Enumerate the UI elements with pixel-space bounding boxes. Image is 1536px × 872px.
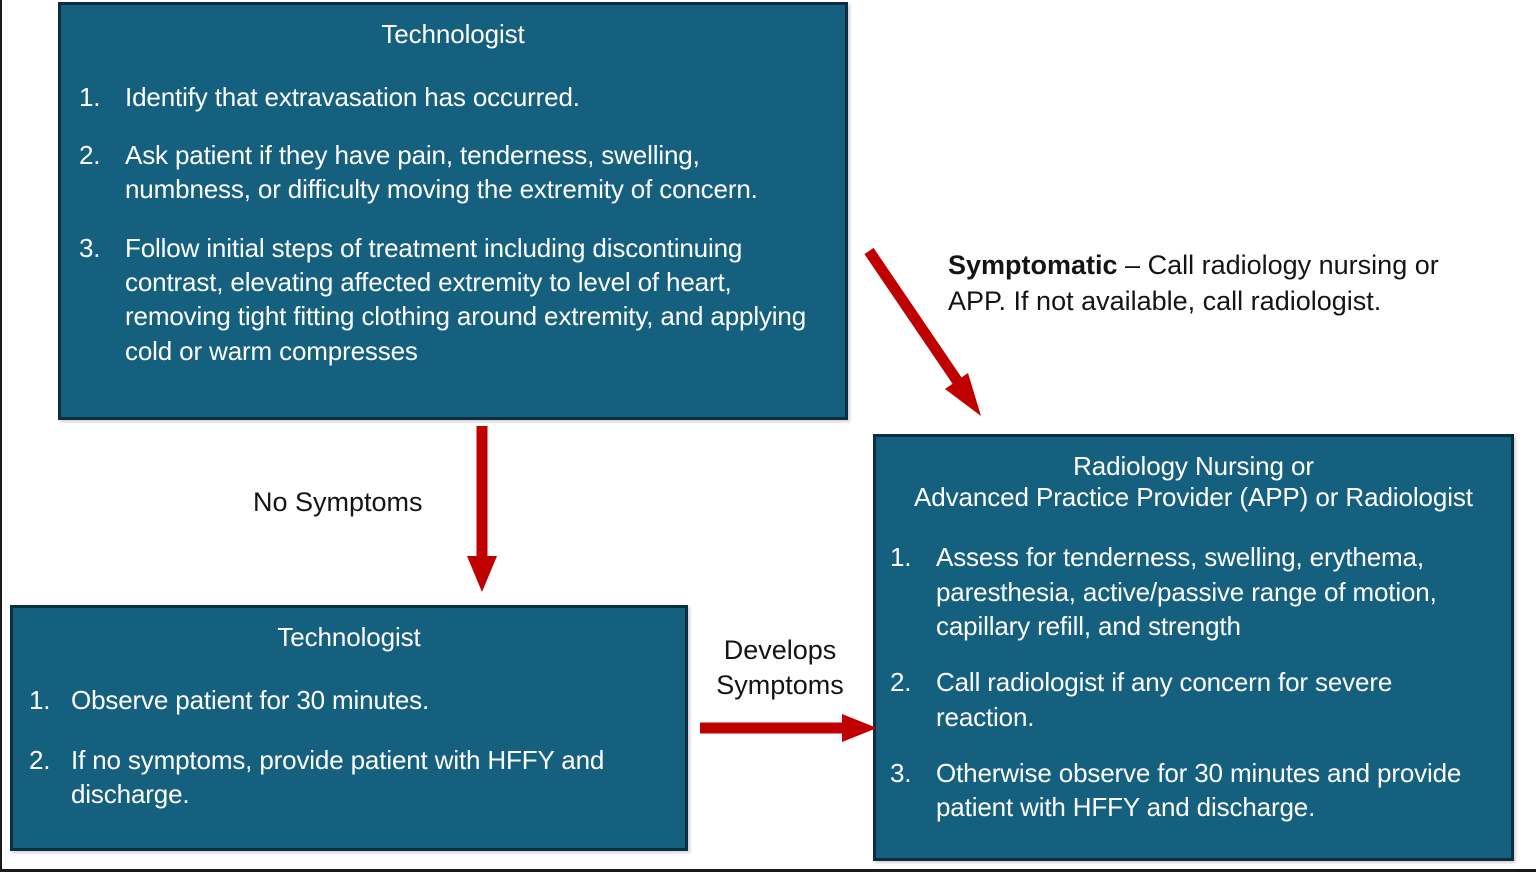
list-item-number: 2. [79, 139, 101, 170]
list-item-number: 3. [890, 757, 912, 788]
box-radiology-nursing-list: 1. Assess for tenderness, swelling, eryt… [890, 540, 1497, 824]
list-item: 3. Otherwise observe for 30 minutes and … [890, 756, 1497, 825]
box-radiology-nursing-title-line1: Radiology Nursing or [1073, 451, 1314, 481]
list-item-number: 1. [890, 542, 912, 573]
box-technologist-initial-list: 1. Identify that extravasation has occur… [79, 80, 827, 368]
box-radiology-nursing: Radiology Nursing or Advanced Practice P… [873, 434, 1514, 861]
arrow-down-no-symptoms-icon [467, 426, 497, 592]
list-item-number: 1. [79, 81, 101, 112]
list-item-number: 2. [890, 667, 912, 698]
list-item-number: 3. [79, 232, 101, 263]
list-item-text: Otherwise observe for 30 minutes and pro… [936, 757, 1462, 823]
box-technologist-observe: Technologist 1. Observe patient for 30 m… [10, 605, 688, 851]
list-item: 2. Call radiologist if any concern for s… [890, 665, 1497, 734]
box-technologist-initial: Technologist 1. Identify that extravasat… [58, 2, 848, 420]
box-radiology-nursing-title-line2: Advanced Practice Provider (APP) or Radi… [914, 481, 1473, 512]
list-item: 2. If no symptoms, provide patient with … [29, 743, 669, 812]
list-item-text: If no symptoms, provide patient with HFF… [71, 744, 605, 810]
list-item: 1. Observe patient for 30 minutes. [29, 683, 669, 717]
list-item-text: Call radiologist if any concern for seve… [936, 667, 1393, 732]
list-item-text: Assess for tenderness, swelling, erythem… [936, 542, 1437, 641]
list-item-text: Ask patient if they have pain, tendernes… [125, 139, 758, 205]
arrow-diagonal-symptomatic-icon [864, 247, 981, 416]
box-technologist-initial-title: Technologist [381, 19, 525, 49]
list-item: 2. Ask patient if they have pain, tender… [79, 138, 827, 207]
box-radiology-nursing-title: Radiology Nursing or Advanced Practice P… [890, 451, 1497, 512]
page-edge-bottom-border [0, 869, 1536, 872]
edge-label-symptomatic-bold: Symptomatic [948, 250, 1118, 280]
list-item: 1. Identify that extravasation has occur… [79, 80, 827, 114]
page-edge-left-border [0, 0, 2, 872]
list-item-number: 2. [29, 744, 51, 775]
list-item: 3. Follow initial steps of treatment inc… [79, 231, 827, 368]
list-item-text: Observe patient for 30 minutes. [71, 684, 430, 715]
list-item: 1. Assess for tenderness, swelling, eryt… [890, 540, 1497, 643]
list-item-text: Identify that extravasation has occurred… [125, 81, 580, 112]
list-item-text: Follow initial steps of treatment includ… [125, 232, 807, 366]
arrow-right-develops-symptoms-icon [700, 714, 877, 742]
edge-label-symptomatic: Symptomatic – Call radiology nursing or … [948, 248, 1488, 319]
edge-label-no-symptoms: No Symptoms [253, 487, 423, 517]
box-technologist-observe-list: 1. Observe patient for 30 minutes. 2. If… [29, 683, 669, 812]
list-item-number: 1. [29, 684, 51, 715]
edge-label-symptomatic-rest: – Call radiology nursing or APP. If not … [948, 250, 1439, 316]
box-technologist-observe-title: Technologist [277, 622, 421, 652]
edge-label-develops-symptoms: Develops Symptoms [716, 635, 844, 701]
